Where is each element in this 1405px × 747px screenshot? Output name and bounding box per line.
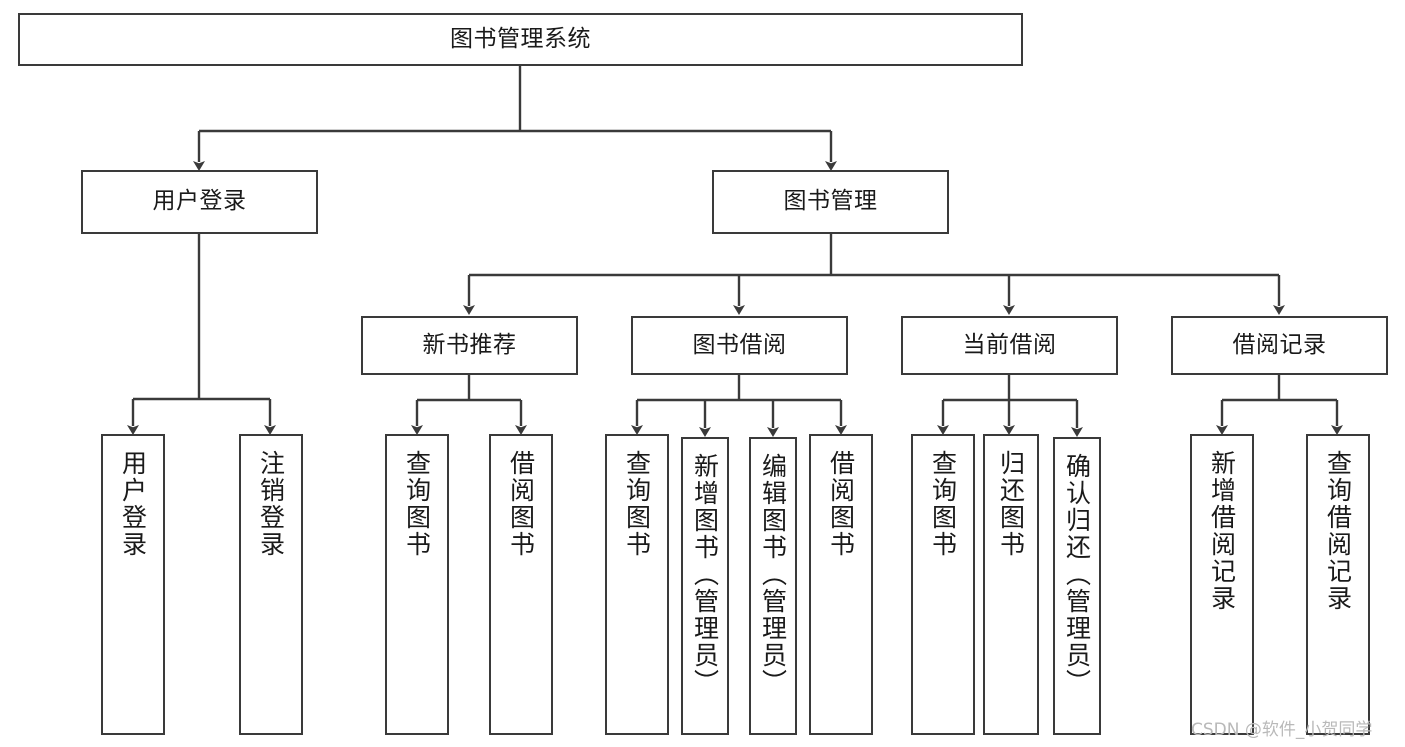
leaf-query-book-recommend[interactable]: 查询图书 xyxy=(385,434,449,735)
leaf-confirm-return[interactable]: 确认归还（管理员） xyxy=(1053,437,1101,735)
leaf-user-login-label: 用户登录 xyxy=(118,450,148,558)
leaf-query-book-borrow-label: 查询图书 xyxy=(622,450,652,558)
node-new-book-recommend[interactable]: 新书推荐 xyxy=(361,316,578,375)
node-book-management-label: 图书管理 xyxy=(783,188,878,215)
leaf-add-book[interactable]: 新增图书（管理员） xyxy=(681,437,729,735)
leaf-edit-book-label: 编辑图书（管理员） xyxy=(758,453,788,696)
csdn-watermark: CSDN @软件_小贺同学 xyxy=(1191,720,1373,740)
node-book-management[interactable]: 图书管理 xyxy=(712,170,949,234)
leaf-return-book-label: 归还图书 xyxy=(996,450,1026,558)
node-book-borrow[interactable]: 图书借阅 xyxy=(631,316,848,375)
leaf-query-book-current-label: 查询图书 xyxy=(928,450,958,558)
leaf-logout-login-label: 注销登录 xyxy=(256,450,286,558)
leaf-add-borrow-record-label: 新增借阅记录 xyxy=(1207,450,1237,612)
node-borrow-record[interactable]: 借阅记录 xyxy=(1171,316,1388,375)
leaf-add-borrow-record[interactable]: 新增借阅记录 xyxy=(1190,434,1254,735)
node-current-borrow[interactable]: 当前借阅 xyxy=(901,316,1118,375)
leaf-query-book-current[interactable]: 查询图书 xyxy=(911,434,975,735)
node-borrow-record-label: 借阅记录 xyxy=(1232,331,1327,358)
leaf-query-borrow-record[interactable]: 查询借阅记录 xyxy=(1306,434,1370,735)
leaf-edit-book[interactable]: 编辑图书（管理员） xyxy=(749,437,797,735)
leaf-query-borrow-record-label: 查询借阅记录 xyxy=(1323,450,1353,612)
leaf-logout-login[interactable]: 注销登录 xyxy=(239,434,303,735)
leaf-return-book[interactable]: 归还图书 xyxy=(983,434,1039,735)
leaf-user-login[interactable]: 用户登录 xyxy=(101,434,165,735)
node-root-system-label: 图书管理系统 xyxy=(450,25,591,52)
leaf-add-book-label: 新增图书（管理员） xyxy=(690,453,720,696)
leaf-borrow-book-recommend-label: 借阅图书 xyxy=(506,450,536,558)
leaf-borrow-book-borrow[interactable]: 借阅图书 xyxy=(809,434,873,735)
leaf-query-book-recommend-label: 查询图书 xyxy=(402,450,432,558)
node-user-login-label: 用户登录 xyxy=(152,188,247,215)
node-user-login[interactable]: 用户登录 xyxy=(81,170,318,234)
node-root-system[interactable]: 图书管理系统 xyxy=(18,13,1023,66)
node-book-borrow-label: 图书借阅 xyxy=(692,331,787,358)
node-current-borrow-label: 当前借阅 xyxy=(962,331,1057,358)
leaf-borrow-book-borrow-label: 借阅图书 xyxy=(826,450,856,558)
leaf-query-book-borrow[interactable]: 查询图书 xyxy=(605,434,669,735)
leaf-borrow-book-recommend[interactable]: 借阅图书 xyxy=(489,434,553,735)
node-new-book-recommend-label: 新书推荐 xyxy=(422,331,517,358)
leaf-confirm-return-label: 确认归还（管理员） xyxy=(1062,453,1092,696)
